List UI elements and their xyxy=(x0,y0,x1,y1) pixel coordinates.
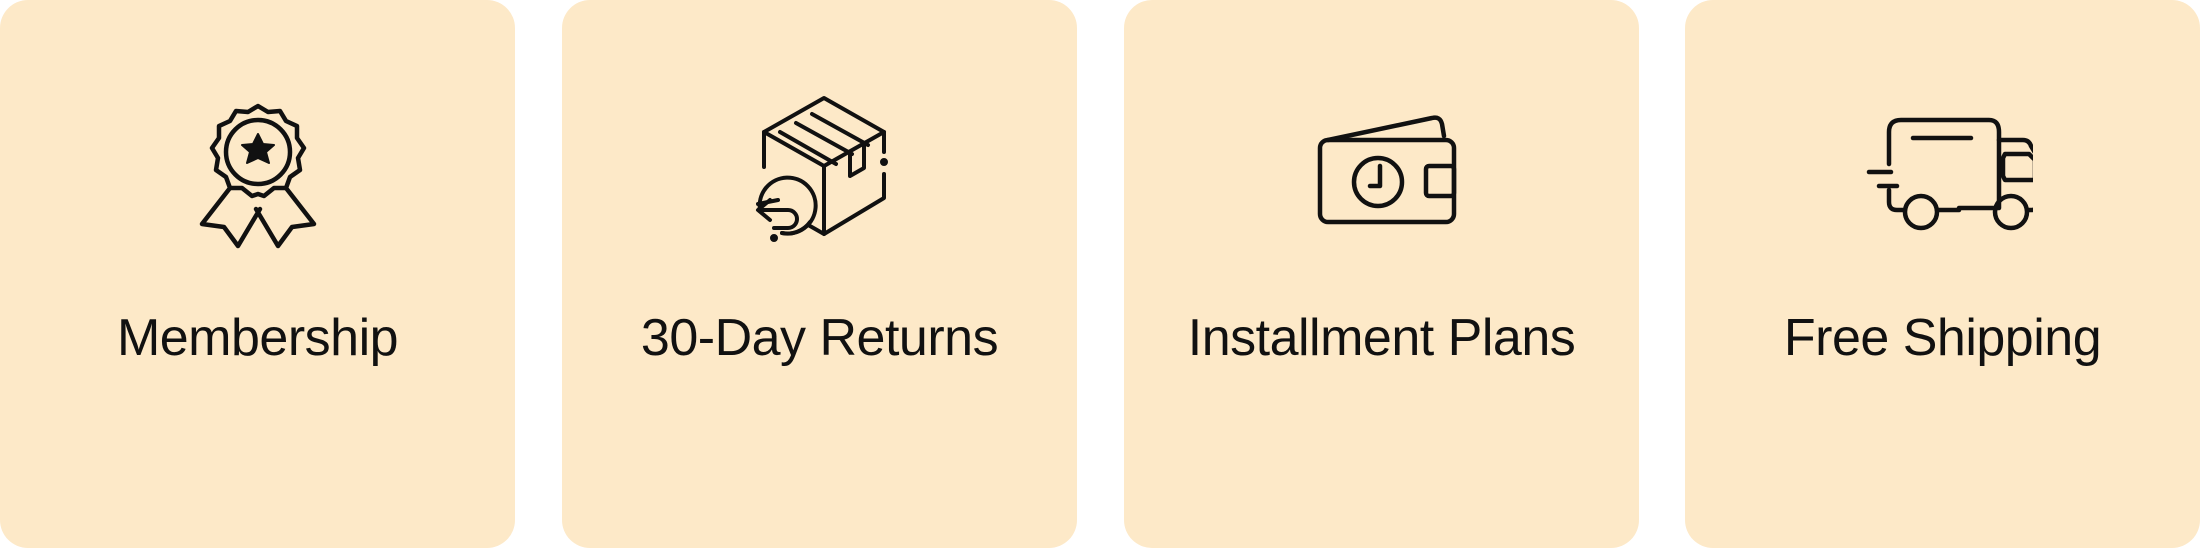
wallet-money-icon xyxy=(1292,92,1472,272)
ribbon-badge-icon xyxy=(168,92,348,272)
feature-label-shipping: Free Shipping xyxy=(1783,309,2102,367)
feature-card-shipping[interactable]: Free Shipping xyxy=(1685,0,2200,548)
feature-card-membership[interactable]: Membership xyxy=(0,0,515,548)
feature-label-membership: Membership xyxy=(116,309,399,367)
delivery-truck-icon xyxy=(1853,92,2033,272)
feature-label-returns: 30-Day Returns xyxy=(640,309,999,367)
box-return-icon xyxy=(730,92,910,272)
feature-card-installments[interactable]: Installment Plans xyxy=(1124,0,1639,548)
feature-label-installments: Installment Plans xyxy=(1187,309,1576,367)
feature-card-returns[interactable]: 30-Day Returns xyxy=(562,0,1077,548)
